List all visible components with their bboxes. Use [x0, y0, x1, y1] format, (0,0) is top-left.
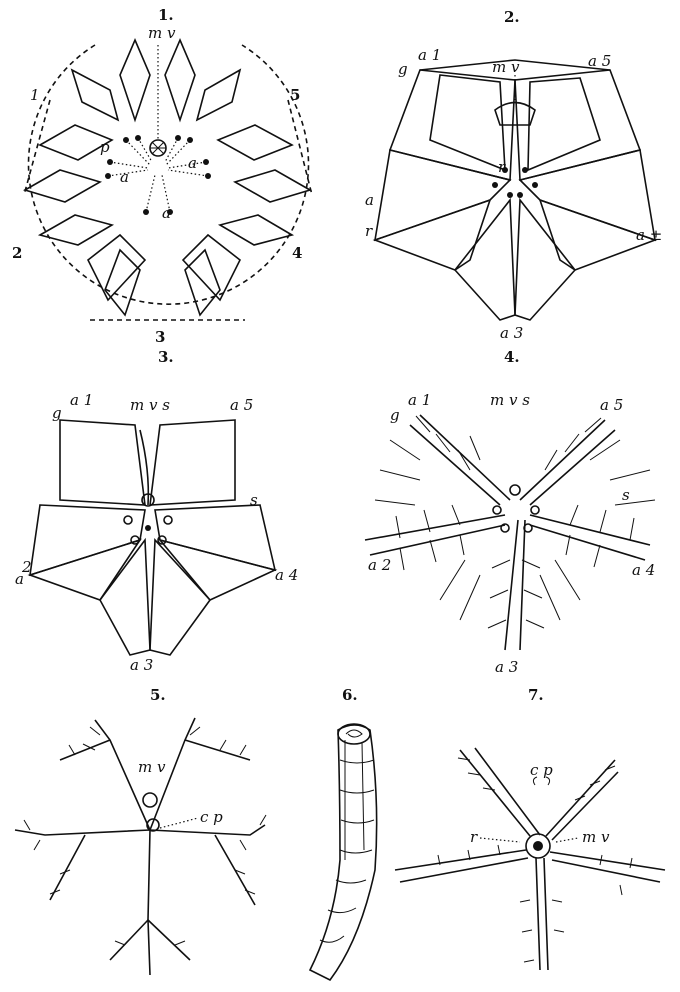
- label-a-right: a: [188, 154, 197, 172]
- figure-2: 2. a 1 g m v a 5 r a r a ± a 3: [365, 8, 662, 342]
- label-a4: a 4: [275, 566, 298, 584]
- label-a3: a 3: [130, 656, 153, 674]
- label-a-left: a: [120, 168, 129, 186]
- stem-column: [310, 725, 377, 980]
- label-g: g: [390, 406, 400, 424]
- figure-5-number: 5.: [150, 686, 166, 704]
- label-ambulacrum-4: 4: [292, 244, 302, 262]
- label-mvs: m v s: [130, 396, 170, 414]
- figure-1: 1. m v 1 5 p a a a 2 4 3: [12, 6, 312, 346]
- label-a3: a 3: [495, 658, 518, 676]
- label-s: s: [622, 486, 630, 504]
- label-a3: a 3: [500, 324, 523, 342]
- label-a-left: a: [15, 570, 24, 588]
- label-a-left: a: [365, 191, 374, 209]
- figure-5: 5. m v c p: [15, 686, 266, 975]
- label-mvs: m v s: [490, 391, 530, 409]
- petal-group: [25, 40, 310, 315]
- figure-4-number: 4.: [504, 348, 520, 366]
- figure-7: 7. c p r m v: [395, 686, 665, 970]
- label-ambulacrum-3: 3: [155, 328, 165, 346]
- label-cp: c p: [530, 761, 553, 779]
- label-a1: a 1: [70, 391, 93, 409]
- label-a5: a 5: [600, 396, 623, 414]
- figure-3-number: 3.: [158, 348, 174, 366]
- label-mv: m v: [582, 828, 610, 846]
- label-a4: a 4: [632, 561, 655, 579]
- label-s: s: [250, 491, 258, 509]
- figure-7-number: 7.: [528, 686, 544, 704]
- label-g: g: [398, 60, 408, 78]
- label-a1: a 1: [408, 391, 431, 409]
- figure-4: 4. a 1 g m v s a 5 s a 2 a 4 a 3: [365, 348, 655, 676]
- label-r: r: [470, 828, 478, 846]
- figure-3: 3. a 1 g m v s a 5 s 2 a a 4 a 3: [15, 348, 298, 674]
- figure-2-number: 2.: [504, 8, 520, 26]
- figure-6: 6.: [310, 686, 377, 980]
- figure-1-number: 1.: [158, 6, 174, 24]
- label-ambulacrum-5: 5: [290, 86, 300, 104]
- label-cp: c p: [200, 808, 223, 826]
- label-a5: a 5: [230, 396, 253, 414]
- label-r-left: r: [365, 222, 373, 240]
- pores: [124, 516, 172, 544]
- figure-6-number: 6.: [342, 686, 358, 704]
- label-a1: a 1: [418, 46, 441, 64]
- label-a2: a 2: [368, 556, 391, 574]
- label-mv: m v: [148, 24, 176, 42]
- label-ambulacrum-2: 2: [12, 244, 22, 262]
- label-mv: m v: [138, 758, 166, 776]
- ambulacral-arms: [365, 415, 655, 650]
- label-ambulacrum-1: 1: [30, 86, 40, 104]
